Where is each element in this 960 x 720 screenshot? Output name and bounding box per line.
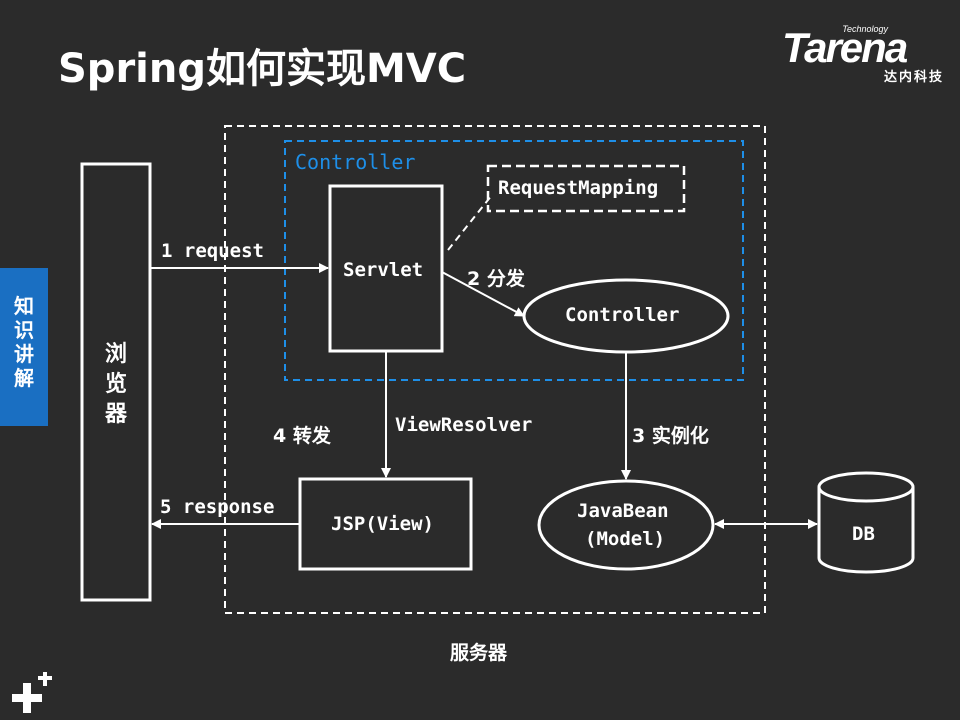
db-label: DB xyxy=(852,523,875,545)
browser-box xyxy=(80,162,152,602)
dispatch-arrow-label: 2 分发 xyxy=(467,268,525,290)
forward-label: 4 转发 xyxy=(273,425,331,447)
controller-group-boundary xyxy=(284,140,744,381)
request-mapping-label: RequestMapping xyxy=(498,177,659,199)
javabean-label-line2: (Model) xyxy=(585,528,666,550)
db-cylinder-top xyxy=(817,471,915,503)
browser-label: 浏览器 xyxy=(104,342,127,427)
plus-plus-icon xyxy=(8,672,56,720)
instantiate-arrow-label: 3 实例化 xyxy=(632,425,709,447)
servlet-mapping-link xyxy=(447,194,493,251)
request-mapping-box xyxy=(486,164,686,213)
db-cylinder xyxy=(817,487,915,574)
javabean-label-line1: JavaBean xyxy=(577,500,669,522)
controller-group-label: Controller xyxy=(295,150,416,174)
servlet-label: Servlet xyxy=(343,259,424,281)
response-arrow-label: 5 response xyxy=(160,496,275,518)
logo-subtitle: 达内科技 xyxy=(883,70,944,85)
logo-technology-text: Technology xyxy=(842,24,888,34)
dispatch-arrow xyxy=(441,271,525,317)
side-tab: 知识讲解 xyxy=(0,268,48,426)
logo-brand-text: Tarena xyxy=(782,24,908,71)
brand-logo: Technology Tarena 达内科技 xyxy=(782,22,946,85)
side-tab-label: 知识讲解 xyxy=(14,294,34,390)
server-label: 服务器 xyxy=(450,642,508,664)
javabean-node xyxy=(537,479,715,571)
request-arrow-label: 1 request xyxy=(161,240,264,262)
server-boundary xyxy=(224,125,766,614)
jsp-view-label: JSP(View) xyxy=(331,513,434,535)
page-title: Spring如何实现MVC xyxy=(58,46,467,92)
controller-label: Controller xyxy=(565,304,680,326)
view-resolver-label: ViewResolver xyxy=(395,414,533,436)
